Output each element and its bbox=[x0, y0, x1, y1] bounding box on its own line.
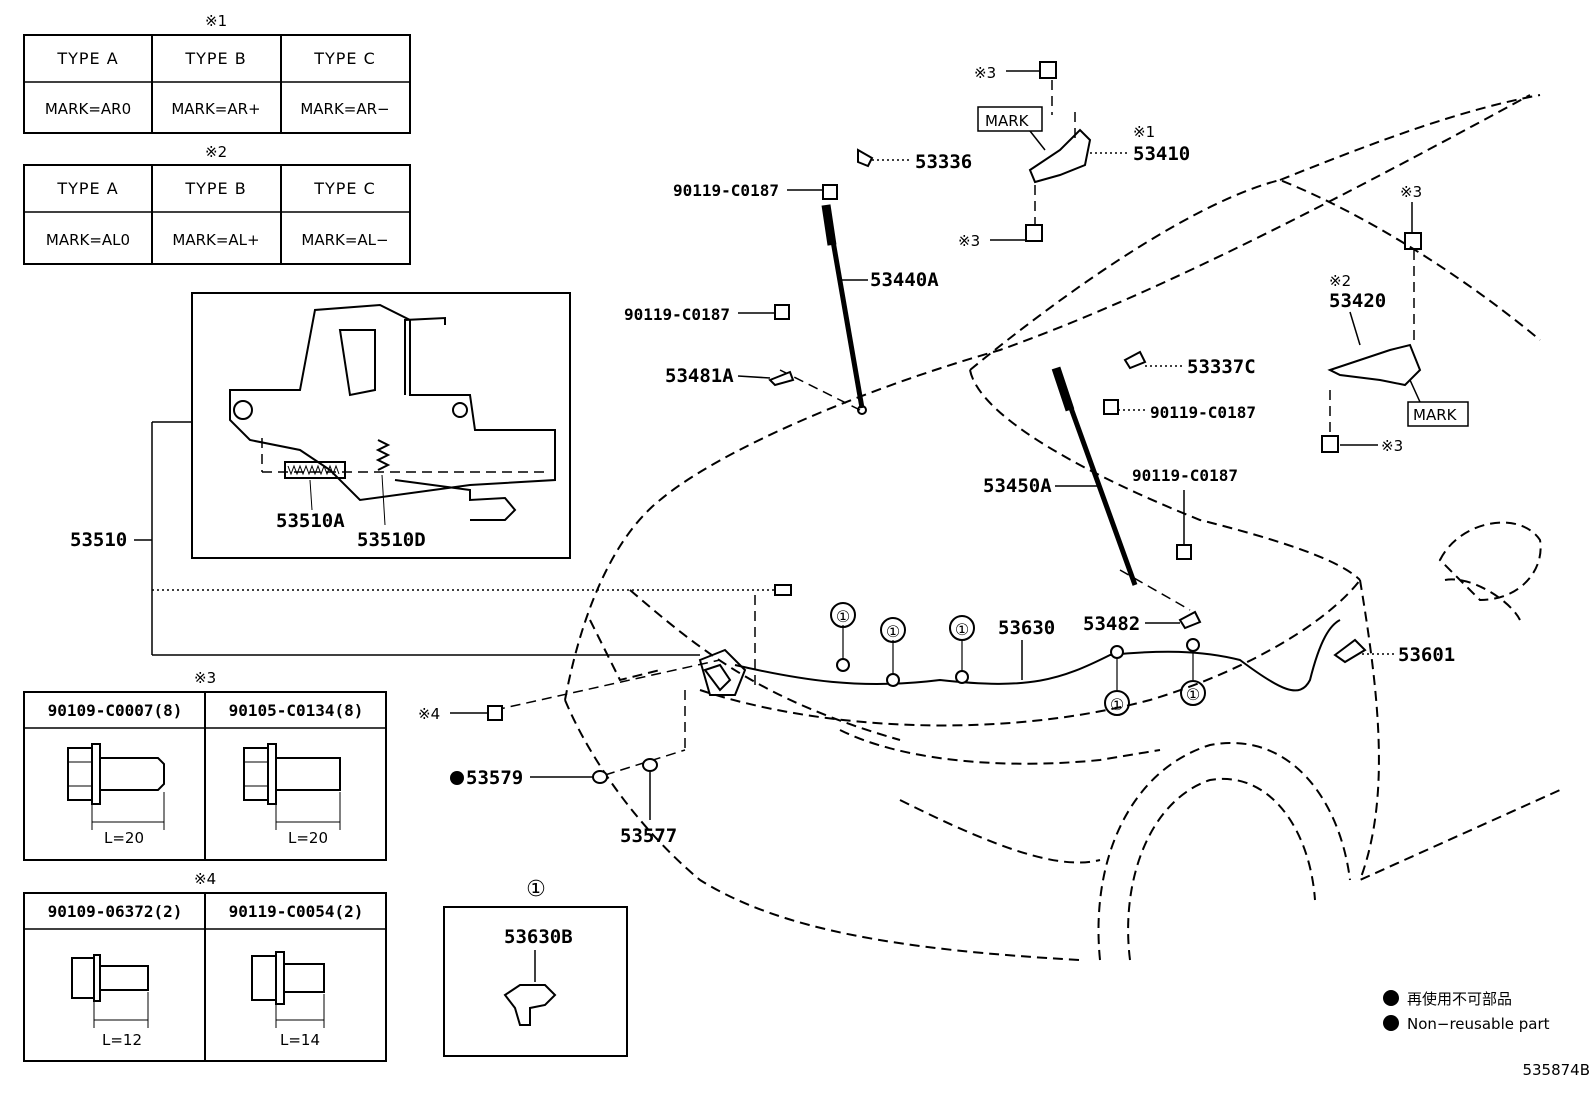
clip-detail-box: ① 53630B bbox=[443, 877, 628, 1057]
label-53410: 53410 bbox=[1133, 143, 1190, 165]
table4-length-2: L=14 bbox=[280, 1031, 320, 1049]
label-90119-cowl: 90119-C0187 bbox=[1132, 466, 1238, 485]
mark-label-right: MARK bbox=[985, 112, 1030, 130]
clip-marker-3: ① bbox=[955, 620, 969, 639]
bolt-table-3: ※3 90109-C0007(8) 90105-C0134(8) L=20 L=… bbox=[23, 669, 387, 861]
label-90119-top: 90119-C0187 bbox=[673, 181, 779, 200]
legend-bullet-jp bbox=[1383, 990, 1399, 1006]
legend: 再使用不可部品 Non−reusable part bbox=[1383, 990, 1550, 1033]
non-reusable-bullet bbox=[450, 771, 464, 785]
label-53510A: 53510A bbox=[276, 510, 345, 532]
bolt-icon bbox=[71, 954, 149, 1028]
circled-one-mark: ① bbox=[526, 877, 546, 902]
table3-header-1: 90109-C0007(8) bbox=[48, 701, 183, 720]
note-2-label: ※2 bbox=[205, 143, 227, 161]
table3-header-2: 90105-C0134(8) bbox=[229, 701, 364, 720]
note-2-hinge: ※2 bbox=[1329, 272, 1351, 290]
hood-hinge-left bbox=[1321, 232, 1422, 453]
table1-mark-a: MARK=AR0 bbox=[45, 100, 131, 118]
clip-marker-1: ① bbox=[836, 607, 850, 626]
table2-mark-a: MARK=AL0 bbox=[46, 231, 130, 249]
label-53510: 53510 bbox=[70, 529, 127, 551]
table2-header-c: TYPE C bbox=[313, 179, 376, 198]
table4-header-2: 90119-C0054(2) bbox=[229, 902, 364, 921]
hood-support-strut-left bbox=[1051, 366, 1138, 586]
table2-header-b: TYPE B bbox=[184, 179, 246, 198]
table1-header-a: TYPE A bbox=[56, 49, 118, 68]
legend-jp: 再使用不可部品 bbox=[1407, 990, 1512, 1008]
label-53420: 53420 bbox=[1329, 290, 1386, 312]
legend-en: Non−reusable part bbox=[1407, 1015, 1550, 1033]
hood-support-strut-right bbox=[821, 204, 867, 415]
label-53482: 53482 bbox=[1083, 613, 1140, 635]
label-90119-mid: 90119-C0187 bbox=[624, 305, 730, 324]
note-4-label: ※4 bbox=[194, 870, 216, 888]
note-3-hinge-top: ※3 bbox=[974, 64, 996, 82]
label-53510D: 53510D bbox=[357, 529, 426, 551]
note-1-label: ※1 bbox=[205, 12, 227, 30]
mark-label-left: MARK bbox=[1413, 406, 1458, 424]
callout-53510: 53510 bbox=[70, 421, 775, 656]
note-3-hinge-bottom: ※3 bbox=[958, 232, 980, 250]
hood-lock-detail-box: 53510A 53510D bbox=[191, 292, 571, 559]
label-53577: 53577 bbox=[620, 825, 677, 847]
bolt-table-4: ※4 90109-06372(2) 90119-C0054(2) L=12 L=… bbox=[23, 870, 387, 1062]
label-53630: 53630 bbox=[998, 617, 1055, 639]
label-53481A: 53481A bbox=[665, 365, 734, 387]
note-3-left-top: ※3 bbox=[1400, 183, 1422, 201]
table2-header-a: TYPE A bbox=[56, 179, 118, 198]
legend-bullet-en bbox=[1383, 1015, 1399, 1031]
table3-length-1: L=20 bbox=[104, 829, 144, 847]
part-labels: 53336 90119-C0187 53440A 90119-C0187 534… bbox=[418, 64, 1469, 847]
label-53579: 53579 bbox=[466, 767, 523, 789]
table4-header-1: 90109-06372(2) bbox=[48, 902, 183, 921]
bolt-icon bbox=[251, 951, 325, 1028]
label-53630B: 53630B bbox=[504, 926, 573, 948]
table1-header-b: TYPE B bbox=[184, 49, 246, 68]
figure-id: 535874B bbox=[1522, 1061, 1590, 1079]
label-90119-left: 90119-C0187 bbox=[1150, 403, 1256, 422]
note-3-left-bottom: ※3 bbox=[1381, 437, 1403, 455]
table2-mark-c: MARK=AL− bbox=[301, 231, 388, 249]
label-53440A: 53440A bbox=[870, 269, 939, 291]
note-3-label: ※3 bbox=[194, 669, 216, 687]
clip-marker-5: ① bbox=[1186, 685, 1200, 704]
label-53336: 53336 bbox=[915, 151, 972, 173]
table1-mark-b: MARK=AR+ bbox=[171, 100, 260, 118]
type-table-right: ※1 TYPE A TYPE B TYPE C MARK=AR0 MARK=AR… bbox=[23, 12, 411, 134]
note-1-hinge: ※1 bbox=[1133, 123, 1155, 141]
hood-release-cable bbox=[734, 602, 1341, 716]
table2-mark-b: MARK=AL+ bbox=[172, 231, 259, 249]
bolt-icon bbox=[67, 743, 165, 830]
label-53337C: 53337C bbox=[1187, 356, 1256, 378]
clip-marker-4: ① bbox=[1110, 695, 1124, 714]
label-53450A: 53450A bbox=[983, 475, 1052, 497]
hood-lock-assembly bbox=[698, 648, 747, 696]
hood-hinge-right bbox=[1025, 61, 1092, 242]
vehicle-body-outline bbox=[494, 94, 1561, 961]
label-53601: 53601 bbox=[1398, 644, 1455, 666]
cable-clip-markers: ① ① ① ① ① bbox=[836, 607, 1200, 714]
table4-length-1: L=12 bbox=[102, 1031, 142, 1049]
clip-marker-2: ① bbox=[886, 622, 900, 641]
table1-header-c: TYPE C bbox=[313, 49, 376, 68]
bolt-icon bbox=[243, 743, 341, 830]
type-table-left: ※2 TYPE A TYPE B TYPE C MARK=AL0 MARK=AL… bbox=[23, 143, 411, 265]
note-4-fastener: ※4 bbox=[418, 705, 440, 723]
table1-mark-c: MARK=AR− bbox=[300, 100, 389, 118]
table3-length-2: L=20 bbox=[288, 829, 328, 847]
